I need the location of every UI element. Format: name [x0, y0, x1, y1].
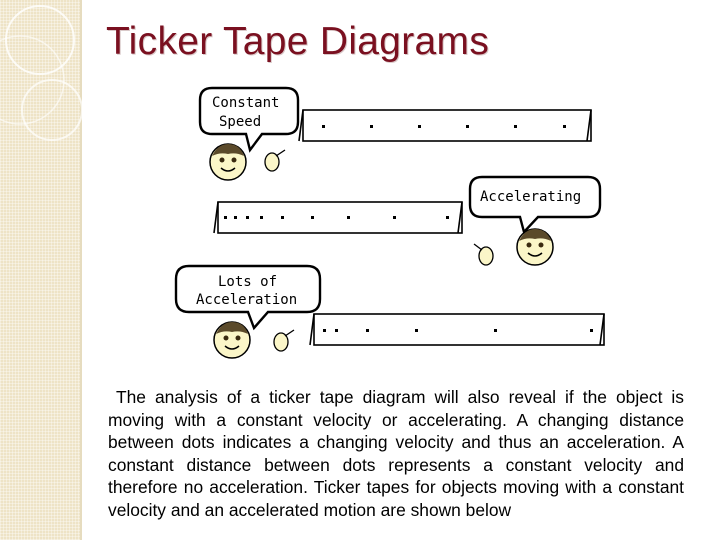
tape-dot — [260, 216, 263, 219]
page-title: Ticker Tape Diagrams — [106, 20, 490, 63]
speech-bubble-constant: Constant Speed — [198, 86, 300, 153]
tape-dot — [347, 216, 350, 219]
swirl-decoration — [0, 5, 83, 141]
tape-dot — [234, 216, 237, 219]
tape-dot — [466, 125, 469, 128]
pointing-hand-icon — [264, 149, 286, 172]
tape-dot — [514, 125, 517, 128]
tape-dot — [366, 329, 369, 332]
tape-dot — [311, 216, 314, 219]
description-paragraph: The analysis of a ticker tape diagram wi… — [108, 387, 684, 520]
tape-dot — [281, 216, 284, 219]
tape-dot — [322, 125, 325, 128]
ticker-tape-accelerating — [213, 201, 463, 234]
cartoon-character-icon — [209, 143, 247, 181]
cartoon-character-icon — [213, 321, 251, 359]
lots-label-line2: Acceleration — [196, 292, 297, 308]
pointing-hand-icon — [473, 243, 494, 266]
tape-dot — [446, 216, 449, 219]
speech-bubble-lots-of-acceleration: Lots of Acceleration — [174, 264, 322, 331]
tape-dot — [246, 216, 249, 219]
tape-dot — [323, 329, 326, 332]
speech-bubble-accelerating: Accelerating — [468, 175, 602, 235]
lots-label-line1: Lots of — [218, 274, 277, 290]
tape-dot — [393, 216, 396, 219]
sidebar-divider — [80, 0, 82, 540]
constant-label-line1: Constant — [212, 95, 279, 111]
ticker-tape-constant — [298, 109, 592, 142]
tape-dot — [418, 125, 421, 128]
tape-dot — [563, 125, 566, 128]
tape-dot — [494, 329, 497, 332]
ticker-tape-lots-of-acceleration — [309, 313, 605, 346]
tape-dot — [415, 329, 418, 332]
tape-dot — [224, 216, 227, 219]
pointing-hand-icon — [273, 329, 295, 352]
tape-dot — [590, 329, 593, 332]
tape-dot — [335, 329, 338, 332]
tape-dot — [370, 125, 373, 128]
decorative-sidebar — [0, 0, 80, 540]
constant-label-line2: Speed — [219, 114, 261, 130]
ticker-tape-diagram: Constant Speed Accelerating — [174, 86, 605, 359]
cartoon-character-icon — [516, 228, 554, 266]
accelerating-label: Accelerating — [480, 189, 581, 205]
